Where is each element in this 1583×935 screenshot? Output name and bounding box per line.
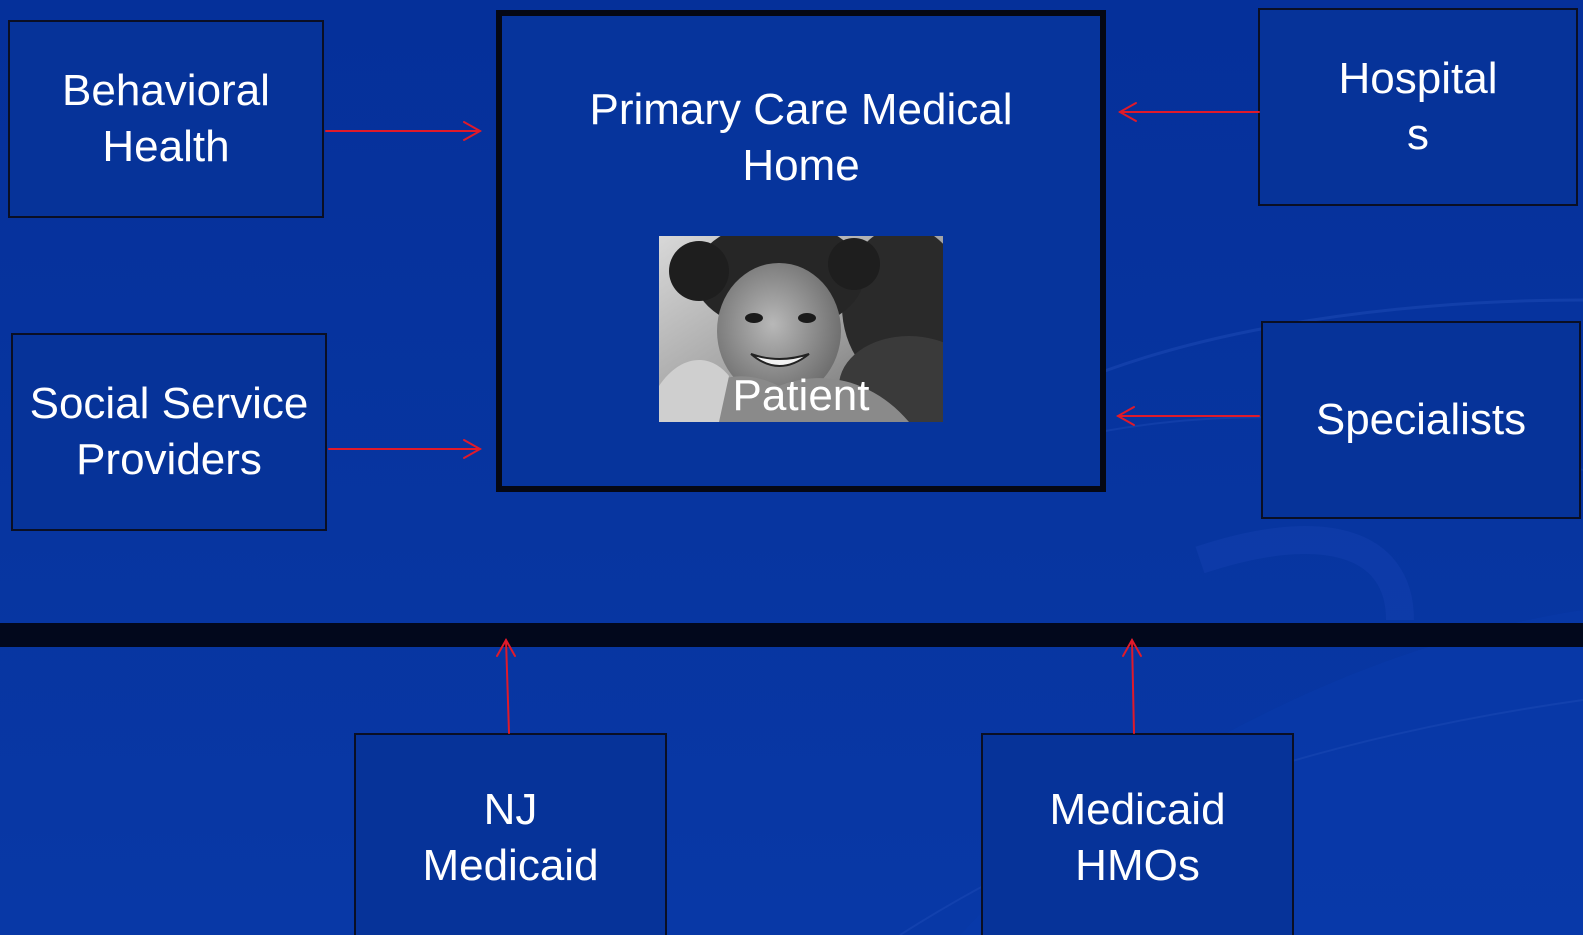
hospitals-box: Hospital s [1258, 8, 1578, 206]
divider-bar [0, 623, 1583, 647]
main-title: Primary Care Medical Home [502, 82, 1100, 195]
social-service-line2: Providers [76, 435, 262, 484]
social-service-providers-box: Social Service Providers [11, 333, 327, 531]
medicaid-hmos-line1: Medicaid [1049, 784, 1226, 834]
main-title-line1: Primary Care Medical [589, 85, 1013, 134]
specialists-box: Specialists [1261, 321, 1581, 519]
patient-photo: Patient [659, 236, 943, 422]
nj-medicaid-box: NJ Medicaid [354, 733, 667, 935]
specialists-line1: Specialists [1315, 394, 1527, 444]
nj-medicaid-line1: NJ [483, 784, 538, 834]
social-service-line1: Social Service [29, 378, 309, 428]
main-title-line2: Home [742, 141, 860, 191]
medicaid-hmos-line2: HMOs [1075, 841, 1200, 890]
hospitals-line2: s [1407, 110, 1429, 159]
behavioral-health-line2: Health [102, 122, 230, 171]
medicaid-hmos-box: Medicaid HMOs [981, 733, 1294, 935]
behavioral-health-line1: Behavioral [62, 65, 270, 115]
nj-medicaid-line2: Medicaid [422, 841, 599, 890]
patient-caption: Patient [732, 371, 870, 420]
hospitals-line1: Hospital [1338, 53, 1498, 103]
behavioral-health-box: Behavioral Health [8, 20, 324, 218]
primary-care-medical-home-box: Primary Care Medical Home [496, 10, 1106, 492]
